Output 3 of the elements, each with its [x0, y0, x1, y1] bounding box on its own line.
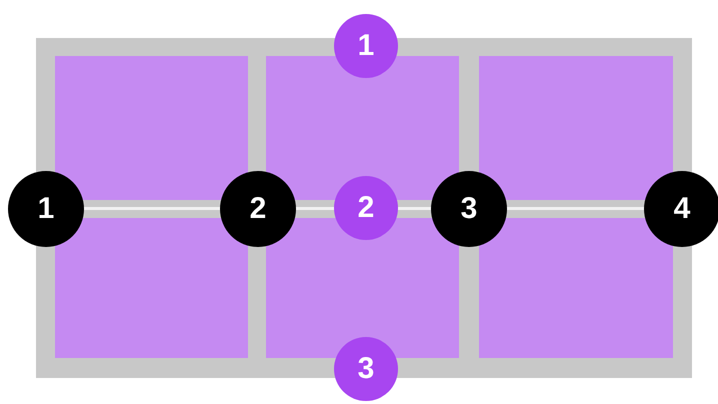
row-line-number: 3	[334, 337, 398, 401]
row-line-number: 1	[334, 14, 398, 78]
column-line-number: 1	[8, 171, 84, 247]
